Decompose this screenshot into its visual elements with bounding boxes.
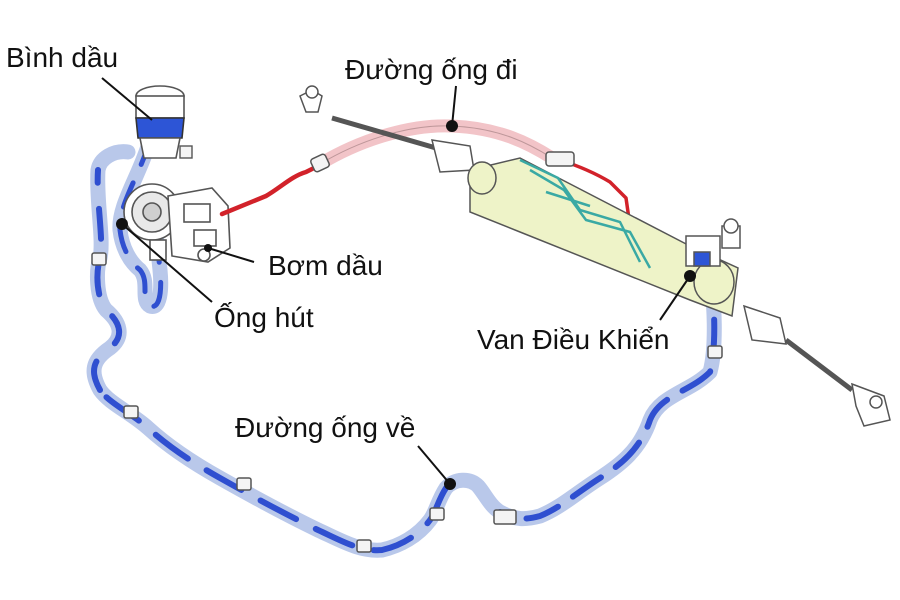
leader-suction <box>121 223 213 303</box>
control-valve-label: Van Điều Khiển <box>477 324 670 355</box>
pressure-line-label: Đường ống đi <box>345 54 518 85</box>
valve-lines <box>519 158 652 269</box>
leader-reservoir <box>101 77 153 121</box>
reservoir-icon <box>135 85 193 159</box>
leader-pump <box>207 247 255 263</box>
control-valve-icon <box>685 218 741 267</box>
reservoir-label: Bình dầu <box>6 42 119 73</box>
steering-rack-icon <box>299 85 891 427</box>
return-line-label: Đường ống về <box>235 412 416 443</box>
suction-hose-label: Ống hút <box>214 302 314 333</box>
return-line-hose <box>86 144 723 558</box>
leader-dots <box>116 120 696 490</box>
leader-pressure-line <box>451 85 457 127</box>
leader-return-line <box>417 445 451 485</box>
pump-label: Bơm dầu <box>268 250 383 281</box>
leader-lines <box>101 77 691 485</box>
leader-valve <box>659 275 691 321</box>
suction-hose <box>112 132 169 314</box>
pump-icon <box>123 183 231 263</box>
